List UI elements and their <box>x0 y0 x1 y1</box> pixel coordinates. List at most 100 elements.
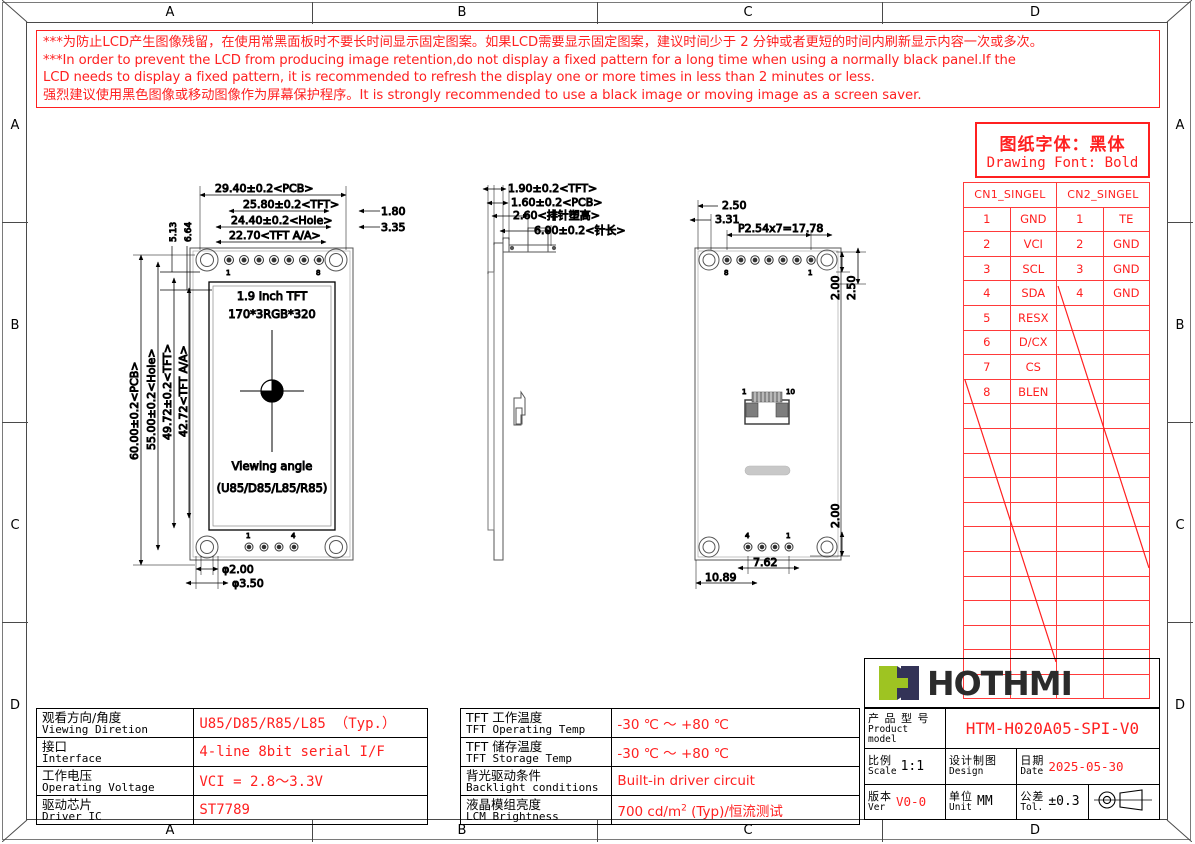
back-pin-last-label: 8 <box>724 269 728 277</box>
side-dim-3: 6.00±0.2<针长> <box>534 223 626 237</box>
spec-value-2: -30 ℃ ～ +80 ℃ <box>611 708 860 738</box>
zone-tick <box>1167 222 1193 223</box>
back-pin-bottom-first-label: 1 <box>786 532 790 540</box>
zone-tick <box>2 422 28 423</box>
spec-label-2-en: TFT Storage Temp <box>466 751 572 765</box>
zone-tick <box>312 820 313 842</box>
zone-label-bottom-d: D <box>1029 823 1040 838</box>
brand-name: HOTHMI <box>927 663 1073 703</box>
title-tol-value: ±0.3 <box>1048 794 1080 810</box>
spec-spacer <box>427 708 462 738</box>
front-dim-top-2: 24.40±0.2<Hole> <box>231 214 332 227</box>
title-tol-label-en: Tol. <box>1020 801 1044 813</box>
title-scale-cell: 比例 Scale 1:1 <box>864 748 946 785</box>
corner-mark-br <box>1166 819 1192 842</box>
front-pin-bottom-last-label: 4 <box>291 532 296 540</box>
spec-label-cn: 观看方向/角度 <box>42 709 122 725</box>
spec-label-en: Operating Voltage <box>42 780 155 794</box>
spec-value-2: Built-in driver circuit <box>611 766 860 796</box>
title-model-label-cn: 产 品 型 号 <box>868 711 930 725</box>
projection-symbol-icon <box>1087 783 1161 821</box>
front-dim-top-left-1: 6.64 <box>184 222 194 242</box>
pin-table-header-cn1: CN1_SINGEL <box>963 182 1057 208</box>
drawing-font-note-en: Drawing Font: Bold <box>986 154 1139 171</box>
zone-tick <box>882 2 883 24</box>
brand-logo-box: HOTHMI <box>864 658 1160 708</box>
front-dim-top-left-0: 5.13 <box>169 222 179 242</box>
title-ver-label-en: Ver <box>868 801 886 813</box>
back-dim-right-1: 2.50 <box>845 276 858 301</box>
spec-value: 4-line 8bit serial I/F <box>193 737 428 767</box>
zone-tick <box>1167 622 1193 623</box>
spec-label-en: Viewing Diretion <box>42 722 148 736</box>
title-model-label: 产 品 型 号 Product model <box>864 707 946 750</box>
pin-cn2-no <box>1056 575 1104 602</box>
title-design-label-en: Design <box>949 766 984 778</box>
warning-line-4: 强烈建议使用黑色图像或移动图像作为屏幕保护程序。It is strongly r… <box>43 87 922 103</box>
zone-tick <box>597 820 598 842</box>
front-dim-left-2: 49.72±0.2<TFT> <box>161 344 174 440</box>
pin-cn2-no <box>1056 673 1104 700</box>
title-unit-cell: 单位 Unit MM <box>944 783 1018 821</box>
front-pin-bottom-first-label: 1 <box>246 532 250 540</box>
front-pin-last-label: 8 <box>316 269 320 277</box>
side-dim-1: 1.60±0.2<PCB> <box>511 196 603 209</box>
back-pin-first-label: 1 <box>808 269 812 277</box>
zone-tick <box>1167 422 1193 423</box>
pin-table-header-cn2: CN2_SINGEL <box>1056 182 1150 208</box>
pin-cn2-no <box>1056 600 1104 626</box>
drawing-font-note: 图纸字体：黑体 Drawing Font: Bold <box>975 122 1150 178</box>
title-date-label-cn: 日期 <box>1020 754 1045 768</box>
warning-line-2: ***In order to prevent the LCD from prod… <box>43 52 1016 68</box>
front-viewing-line2: (U85/D85/L85/R85) <box>217 481 328 495</box>
front-title-line2: 170*3RGB*320 <box>228 307 316 321</box>
zone-label-bottom-b: B <box>457 823 467 838</box>
title-date-label-en: Date <box>1020 766 1044 778</box>
fpc-pin-first-label: 1 <box>742 388 746 396</box>
pin-cn1-no: 6 <box>963 329 1011 356</box>
pin-cn1-no <box>963 673 1011 700</box>
zone-label-left-a: A <box>10 118 20 133</box>
pin-cn1-no: 4 <box>963 280 1011 306</box>
pin-cn2-name: TE <box>1102 206 1150 233</box>
back-pin-bottom-last-label: 4 <box>745 532 750 540</box>
title-unit-value: MM <box>977 794 993 810</box>
spec-label-cn: 驱动芯片 <box>42 796 93 812</box>
title-scale-label-en: Scale <box>868 766 897 778</box>
pin-cn1-no: 3 <box>963 255 1011 282</box>
title-ver-cell: 版本 Ver V0-0 <box>864 783 946 821</box>
back-dim-top-1: 3.31 <box>715 213 740 226</box>
pin-cn1-name: RESX <box>1009 304 1057 331</box>
title-design-cell: 设计制图 Design <box>944 748 1018 785</box>
spec-label-2-cn: 液晶模组亮度 <box>466 796 542 812</box>
zone-tick <box>2 622 28 623</box>
zone-tick <box>882 820 883 842</box>
pin-cn2-name <box>1102 673 1150 700</box>
front-dim-top-1: 25.80±0.2<TFT> <box>243 198 339 211</box>
pin-cn1-name: SDA <box>1009 280 1057 306</box>
front-dim-top-3: 22.70<TFT A/A> <box>229 229 321 242</box>
title-scale-value: 1:1 <box>900 758 925 774</box>
zone-label-top-a: A <box>165 5 175 20</box>
corner-mark-tl <box>2 0 28 23</box>
title-design-label-cn: 设计制图 <box>949 754 997 768</box>
title-block: 产 品 型 号 Product model HTM-H020A05-SPI-V0… <box>864 707 1161 821</box>
zone-label-top-d: D <box>1029 5 1040 20</box>
spec-label-cn: 工作电压 <box>42 767 93 783</box>
front-dim-bottom-1: φ3.50 <box>232 577 264 590</box>
zone-tick <box>597 2 598 24</box>
fpc-pin-last-label: 10 <box>786 388 795 396</box>
zone-label-right-c: C <box>1175 518 1185 533</box>
spec-value: ST7789 <box>193 795 428 825</box>
